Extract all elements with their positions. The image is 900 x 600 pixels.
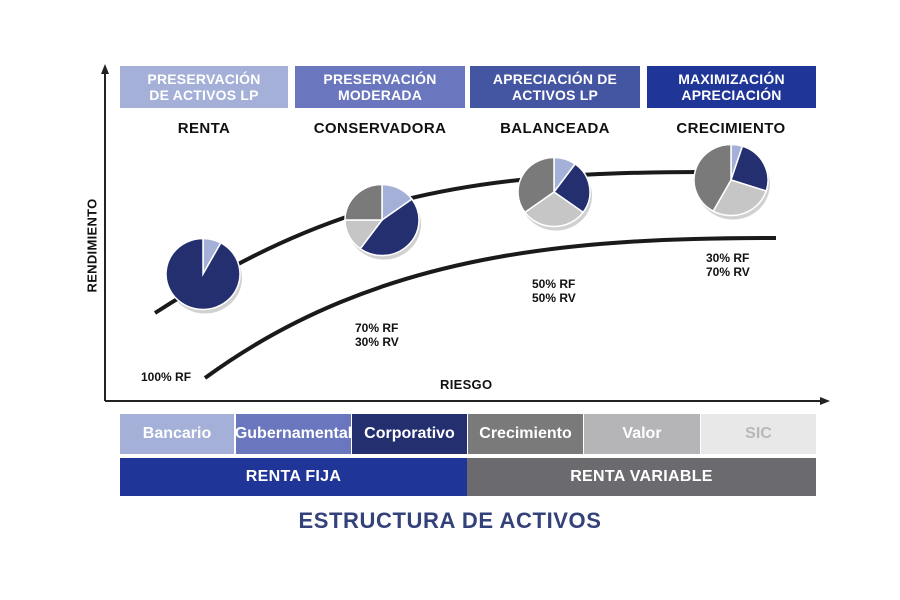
group-renta-fija: RENTA FIJA (120, 458, 467, 496)
header-label: APRECIACIÓN DE ACTIVOS LP (492, 71, 618, 103)
x-axis-arrow-icon (820, 397, 830, 405)
allocation-label: 100% RF (141, 370, 192, 384)
pie-chart-crecimiento (693, 143, 770, 220)
header-maximizacion-apreciacion: MAXIMIZACIÓN APRECIACIÓN (647, 66, 816, 108)
y-axis-arrow-icon (101, 64, 109, 74)
group-label: RENTA FIJA (245, 468, 342, 485)
profile-conservadora: CONSERVADORA (313, 120, 447, 137)
header-label: PRESERVACIÓN DE ACTIVOS LP (147, 71, 261, 103)
header-label: PRESERVACIÓN MODERADA (323, 71, 437, 103)
category-gubernamental: Gubernamental (234, 414, 353, 454)
category-label: Gubernamental (234, 425, 353, 442)
pie-chart-balanceada (517, 156, 592, 231)
allocation-label: 30% RF 70% RV (706, 251, 750, 279)
profile-renta: RENTA (177, 120, 231, 137)
category-crecimiento: Crecimiento (468, 414, 583, 454)
group-renta-variable: RENTA VARIABLE (467, 458, 816, 496)
pie-rim (344, 183, 420, 257)
header-preservacion-moderada: PRESERVACIÓN MODERADA (295, 66, 465, 108)
header-apreciacion-activos: APRECIACIÓN DE ACTIVOS LP (470, 66, 640, 108)
allocation-label: 50% RF 50% RV (532, 277, 576, 305)
category-bancario: Bancario (120, 414, 234, 454)
category-label: SIC (745, 425, 772, 442)
pie-slice (344, 183, 383, 221)
profile-crecimiento: CRECIMIENTO (676, 120, 786, 137)
category-label: Valor (622, 425, 662, 442)
header-label: MAXIMIZACIÓN APRECIACIÓN (678, 71, 785, 103)
diagram-title: ESTRUCTURA DE ACTIVOS (298, 508, 602, 533)
lower-curve (203, 236, 777, 380)
category-valor: Valor (584, 414, 700, 454)
group-label: RENTA VARIABLE (570, 468, 713, 485)
x-axis-label: RIESGO (440, 377, 493, 392)
pie-rim (693, 143, 769, 217)
category-label: Crecimiento (479, 425, 572, 442)
pie-chart-conservadora (344, 183, 421, 260)
category-sic: SIC (701, 414, 816, 454)
allocation-label: 70% RF 30% RV (355, 321, 399, 349)
category-label: Corporativo (364, 425, 455, 442)
category-corporativo: Corporativo (352, 414, 467, 454)
pie-rim (517, 156, 591, 228)
profile-balanceada: BALANCEADA (500, 120, 610, 137)
pie-chart-renta (165, 237, 242, 314)
pie-rim (165, 237, 241, 311)
category-label: Bancario (142, 425, 212, 442)
header-preservacion-activos: PRESERVACIÓN DE ACTIVOS LP (120, 66, 288, 108)
y-axis-label: RENDIMIENTO (84, 198, 100, 293)
